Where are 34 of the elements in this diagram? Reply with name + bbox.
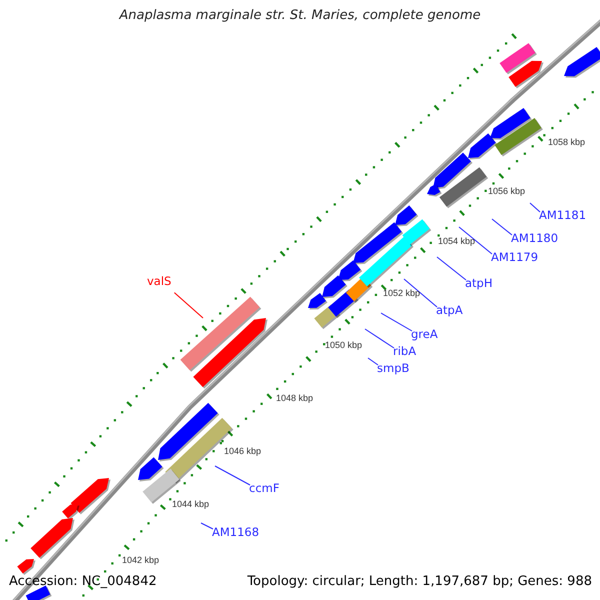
leader-line — [404, 278, 438, 308]
leader-line — [380, 312, 412, 332]
scale-label: 1052 kbp — [383, 289, 420, 299]
gene-label: atpH — [465, 277, 493, 290]
genome-summary-text: Topology: circular; Length: 1,197,687 bp; Genes: 988 — [247, 575, 592, 590]
scale-label: 1048 kbp — [276, 394, 314, 404]
map-title: Anaplasma marginale str. St. Maries, complete genome — [119, 9, 481, 24]
leader-line — [214, 466, 250, 486]
gene-label: ccmF — [249, 482, 280, 495]
leader-line — [492, 218, 512, 236]
gene-label: greA — [411, 328, 438, 341]
scale-label: 1058 kbp — [548, 138, 586, 148]
gene-label: valS — [147, 275, 172, 288]
scale-label: 1054 kbp — [438, 237, 476, 247]
gene-label: AM1181 — [539, 209, 586, 222]
leader-line — [174, 292, 204, 318]
gene-label: AM1180 — [511, 232, 558, 245]
scale-label: 1046 kbp — [224, 447, 262, 457]
leader-line — [200, 522, 214, 530]
gene-label: AM1179 — [491, 251, 538, 264]
scale-label: 1042 kbp — [122, 556, 160, 566]
leader-line — [436, 256, 466, 280]
scale-label: 1044 kbp — [172, 500, 210, 510]
leader-line — [458, 226, 492, 254]
scale-label: 1050 kbp — [325, 341, 362, 351]
accession-text: Accession: NC_004842 — [9, 575, 157, 590]
scale-label: 1056 kbp — [488, 187, 526, 197]
gene-label: smpB — [377, 362, 410, 375]
gene-label: atpA — [436, 304, 463, 317]
leader-line — [368, 358, 378, 366]
gene-label: AM1168 — [212, 526, 260, 539]
leader-line — [530, 202, 540, 212]
leader-line — [364, 328, 394, 348]
gene-label: ribA — [393, 345, 416, 358]
